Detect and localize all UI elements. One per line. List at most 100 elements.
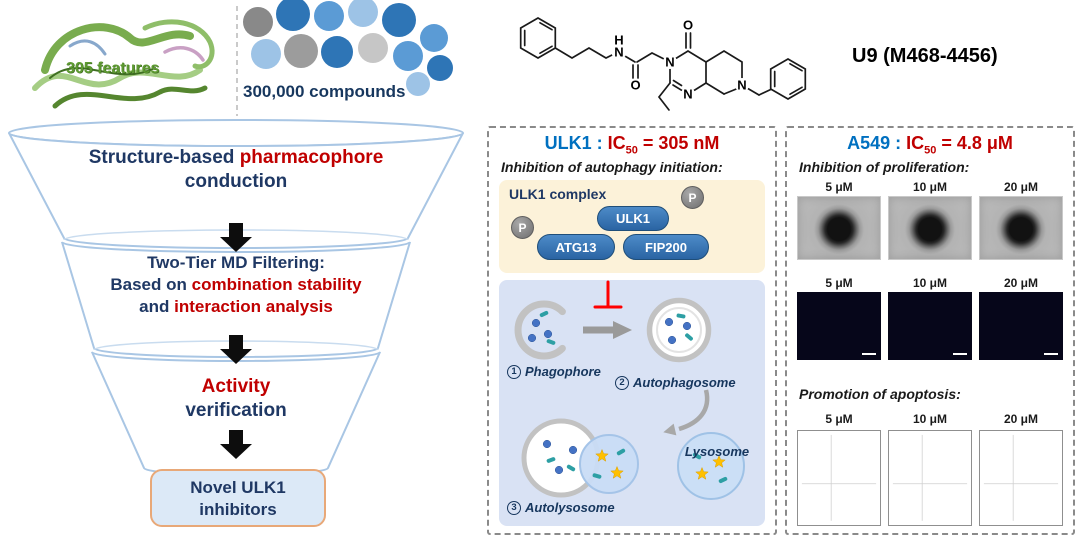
atom-label: O xyxy=(630,78,640,93)
scale-bar xyxy=(953,352,967,355)
ulk1-title-ic: IC xyxy=(607,133,626,153)
atom-label: H xyxy=(614,33,623,48)
concentration-label: 10 μM xyxy=(912,276,948,290)
ulk1-complex-box: ULK1 complex P P ULK1 ATG13 FIP200 xyxy=(499,180,765,273)
compounds-count-label: 300,000 compounds xyxy=(243,82,406,101)
phagophore-graphic xyxy=(514,300,566,360)
step-text: Phagophore xyxy=(525,364,601,379)
a549-title-sub: 50 xyxy=(924,144,937,157)
autophagy-pathway-graphic xyxy=(514,280,745,500)
protein-fip200: FIP200 xyxy=(623,234,709,260)
concentration-label: 10 μM xyxy=(912,180,948,194)
funnel-stage-2: Two-Tier MD Filtering: Based on combinat… xyxy=(0,252,472,318)
step-text: Autolysosome xyxy=(525,500,615,515)
funnel-down-arrows xyxy=(220,223,252,459)
u9-molecule-structure: H N O O N N N xyxy=(519,17,807,111)
ulk1-title-value: = 305 nM xyxy=(637,133,720,153)
compound-name-label: U9 (M468-4456) xyxy=(852,45,998,67)
compound-library-graphic xyxy=(243,0,453,96)
result-line2: inhibitors xyxy=(199,500,277,520)
a549-title-sep: : xyxy=(890,133,907,153)
ulk1-complex-label: ULK1 complex xyxy=(509,186,607,202)
autophagosome-label: 2 Autophagosome xyxy=(615,375,736,390)
phagophore-label: 1 Phagophore xyxy=(507,364,601,379)
concentration-label: 5 μM xyxy=(825,180,853,194)
concentration-row: 5 μM 10 μM 20 μM xyxy=(797,412,1063,426)
stage3-red: Activity xyxy=(201,376,271,397)
flow-cytometry-plot xyxy=(888,430,972,526)
result-line1: Novel ULK1 xyxy=(190,478,286,497)
fluorescence-micrograph xyxy=(979,292,1063,360)
phospho-badge: P xyxy=(511,216,534,239)
flow-cytometry-row xyxy=(797,430,1063,526)
stage1-line2: conduction xyxy=(184,170,288,192)
a549-title-value: = 4.8 μM xyxy=(936,133,1013,153)
proliferation-subtitle: Inhibition of proliferation: xyxy=(799,159,970,175)
concentration-label: 20 μM xyxy=(1003,276,1039,290)
concentration-row: 5 μM 10 μM 20 μM xyxy=(797,276,1063,290)
fluorescence-micrograph xyxy=(888,292,972,360)
spheroid-micrograph xyxy=(979,196,1063,260)
scale-bar xyxy=(862,352,876,355)
funnel-stage-3: Activity verification xyxy=(0,375,472,423)
concentration-row: 5 μM 10 μM 20 μM xyxy=(797,180,1063,194)
inhibition-tbar xyxy=(593,280,623,309)
step-text: Autophagosome xyxy=(633,375,736,390)
concentration-label: 5 μM xyxy=(825,276,853,290)
step-number: 2 xyxy=(615,375,629,390)
lysosome-graphic xyxy=(677,432,745,500)
autophagosome-graphic xyxy=(646,297,712,363)
ulk1-panel: ULK1 : IC50 = 305 nM Inhibition of autop… xyxy=(487,126,777,535)
funnel-stage-1: Structure-based pharmacophore conduction xyxy=(0,146,472,194)
apoptosis-subtitle: Promotion of apoptosis: xyxy=(799,386,961,402)
features-count-label: 305 features xyxy=(66,60,160,77)
a549-title-ic: IC xyxy=(906,133,925,153)
step-number: 3 xyxy=(507,500,521,515)
autophagy-subtitle: Inhibition of autophagy initiation: xyxy=(501,159,723,175)
stage1-highlight: pharmacophore xyxy=(239,147,384,168)
concentration-label: 20 μM xyxy=(1003,412,1039,426)
ulk1-title-sub: 50 xyxy=(625,144,638,157)
protein-atg13: ATG13 xyxy=(537,234,615,260)
fluorescence-micrograph xyxy=(797,292,881,360)
protein-ulk1: ULK1 xyxy=(597,206,669,231)
lysosome-label: Lysosome xyxy=(684,444,750,459)
a549-panel: A549 : IC50 = 4.8 μM Inhibition of proli… xyxy=(785,126,1075,535)
atom-label: N xyxy=(614,45,623,60)
concentration-label: 5 μM xyxy=(825,412,853,426)
concentration-label: 10 μM xyxy=(912,412,948,426)
atom-label: N xyxy=(665,55,674,70)
flow-cytometry-plot xyxy=(979,430,1063,526)
stage3-line2: verification xyxy=(185,399,287,421)
stage1-text: Structure-based xyxy=(88,147,240,168)
spheroid-image-row xyxy=(797,196,1063,260)
spheroid-micrograph xyxy=(797,196,881,260)
atom-label: N xyxy=(737,78,746,93)
autophagy-pathway-box: 1 Phagophore 2 Autophagosome 3 Autolysos… xyxy=(499,280,765,526)
result-box: Novel ULK1 inhibitors xyxy=(150,469,326,527)
protein-structure-graphic xyxy=(32,19,215,109)
stage2-line2-pre: Based on xyxy=(110,275,192,295)
stage2-line3-pre: and xyxy=(139,297,175,317)
fusion-arrow xyxy=(663,389,710,436)
concentration-label: 20 μM xyxy=(1003,180,1039,194)
flow-cytometry-plot xyxy=(797,430,881,526)
scale-bar xyxy=(1044,352,1058,355)
a549-panel-title: A549 : IC50 = 4.8 μM xyxy=(787,133,1073,157)
fluorescence-image-row xyxy=(797,292,1063,360)
phospho-badge: P xyxy=(681,186,704,209)
stage2-line2-red: combination stability xyxy=(191,275,362,295)
autolysosome-graphic xyxy=(521,418,639,498)
a549-title-name: A549 xyxy=(847,133,891,153)
ulk1-title-name: ULK1 xyxy=(544,133,592,153)
step-number: 1 xyxy=(507,364,521,379)
stage2-line3-red: interaction analysis xyxy=(174,297,333,317)
autolysosome-label: 3 Autolysosome xyxy=(507,500,615,515)
stage2-line1: Two-Tier MD Filtering: xyxy=(147,253,325,272)
atom-label: O xyxy=(683,18,693,33)
ulk1-title-sep: : xyxy=(591,133,608,153)
atom-label: N xyxy=(683,87,692,102)
ulk1-panel-title: ULK1 : IC50 = 305 nM xyxy=(489,133,775,157)
